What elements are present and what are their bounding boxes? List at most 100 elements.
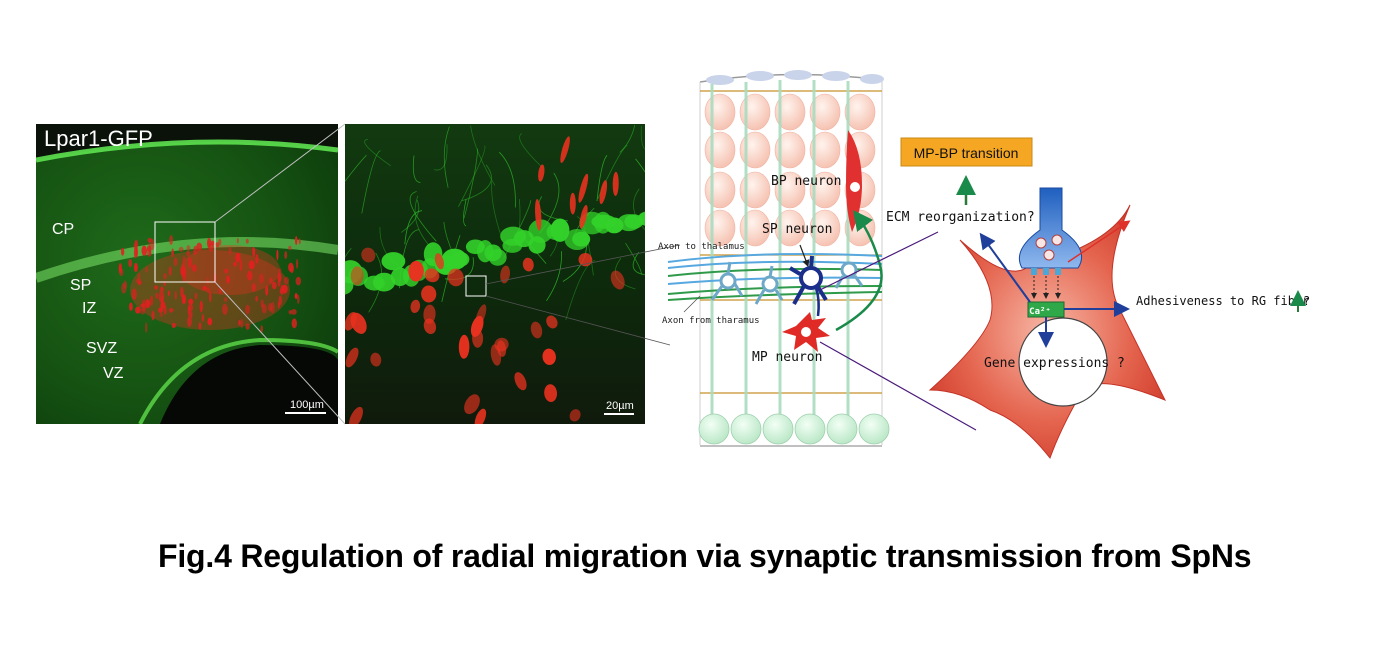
zoom-line-upper <box>485 244 681 285</box>
red-cell-dot <box>187 306 191 317</box>
pial-endfeet <box>706 70 884 85</box>
green-fiber <box>463 199 467 227</box>
red-cell <box>500 265 511 284</box>
red-cell-dot <box>269 277 273 284</box>
red-cell-dot <box>291 318 297 329</box>
green-fiber <box>361 150 381 214</box>
gene-expressions-label: Gene expressions ? <box>984 356 1125 371</box>
layer-label-cp: CP <box>52 221 74 238</box>
red-cell-dot <box>245 304 250 315</box>
mp-bp-transition-label: MP-BP transition <box>914 145 1019 161</box>
green-fiber <box>635 158 645 173</box>
red-cell-dot <box>146 247 152 257</box>
red-cell-dot <box>252 246 256 257</box>
red-cell-dot <box>171 322 176 328</box>
red-cell-dot <box>291 309 297 315</box>
red-cell <box>370 352 382 367</box>
axon-from-thalamus-pointer <box>683 295 701 313</box>
green-cell-band <box>345 211 645 295</box>
red-cell-dot <box>239 259 243 272</box>
red-cell <box>475 304 487 328</box>
red-cell-dot <box>187 316 192 327</box>
receptors <box>1031 268 1061 275</box>
red-cell <box>410 299 421 314</box>
red-cell <box>349 406 363 424</box>
red-cell <box>599 180 608 205</box>
cortical-plate-cell <box>774 171 806 209</box>
red-cell-dot <box>145 299 151 309</box>
red-migrating-cells <box>345 136 625 424</box>
mp-bp-transition-box <box>900 137 1033 167</box>
micrograph-left <box>36 124 338 424</box>
red-cell-dot <box>141 299 147 312</box>
pointer-line-upper <box>819 231 939 291</box>
red-cell-dot <box>280 284 285 295</box>
arrow-leading-process <box>1067 220 1131 263</box>
red-cell-dot <box>210 240 215 246</box>
red-cell-dot <box>168 266 172 276</box>
green-fiber <box>412 155 421 183</box>
red-cell-dot <box>171 250 174 258</box>
red-cell-dot <box>168 308 174 313</box>
red-cell-dot <box>207 237 212 248</box>
red-cell-dot <box>226 275 230 284</box>
green-fiber <box>345 154 367 182</box>
red-cell-dot <box>247 270 253 281</box>
red-cell-dot <box>186 245 191 252</box>
red-cell-dot <box>118 263 122 274</box>
red-cell-dot <box>223 268 229 274</box>
red-cell <box>458 334 470 359</box>
cortical-plate-cell <box>774 131 806 169</box>
red-cell-dot <box>255 295 258 302</box>
red-cell <box>578 173 589 203</box>
cortical-plate-cell <box>704 131 736 169</box>
figure-caption: Fig.4 Regulation of radial migration via… <box>158 538 1252 574</box>
red-cell-dot <box>297 294 300 304</box>
red-cell <box>350 266 364 286</box>
red-cell-dot <box>245 323 250 330</box>
red-cell <box>544 384 558 402</box>
synaptic-vesicles <box>1035 234 1063 261</box>
cortical-plate-cell <box>844 93 876 131</box>
red-cell-dot <box>240 318 244 329</box>
red-cell-dot <box>238 319 241 326</box>
green-fiber <box>565 260 596 321</box>
red-cell-dot <box>145 322 148 333</box>
red-cell-dot <box>278 295 282 306</box>
red-cell <box>542 348 556 365</box>
adhesiveness-question: ? <box>1303 294 1310 308</box>
red-cell-dot <box>120 247 125 256</box>
red-cell-dot <box>194 292 198 300</box>
red-cell-dot <box>188 256 192 269</box>
scale-bar-left-label: 100µm <box>290 399 324 411</box>
green-cell <box>450 251 470 267</box>
zoom-line-lower <box>485 295 671 346</box>
adhesiveness-label: Adhesiveness to RG fiber <box>1136 294 1309 308</box>
layer-label-sp: SP <box>70 277 91 294</box>
green-fiber <box>458 145 486 207</box>
red-cell-dot <box>141 245 147 256</box>
green-fiber <box>619 125 636 153</box>
red-cell-dot <box>151 310 155 321</box>
cortical-plate-cell <box>809 93 841 131</box>
pointer-line-lower <box>819 341 977 431</box>
green-fiber <box>414 195 431 248</box>
cortex-schematic <box>667 70 890 447</box>
red-cell-dot <box>188 298 194 305</box>
red-cell-dot <box>158 307 163 314</box>
red-cell-dot <box>150 295 154 306</box>
green-fiber <box>404 210 423 245</box>
zoom-line-top <box>214 123 346 223</box>
calcium-label: Ca²⁺ <box>1029 307 1051 317</box>
red-cell-dot <box>160 286 164 292</box>
red-cell <box>421 285 437 303</box>
red-cell-dot <box>160 301 166 309</box>
red-cell <box>535 199 542 231</box>
inset-box-left <box>154 221 216 283</box>
red-cell-dot <box>167 290 170 297</box>
arrow-to-ecm <box>979 232 1031 303</box>
red-cell <box>560 136 570 163</box>
green-fiber <box>546 251 562 302</box>
red-cell <box>530 321 543 339</box>
red-cell-dot <box>248 260 255 270</box>
